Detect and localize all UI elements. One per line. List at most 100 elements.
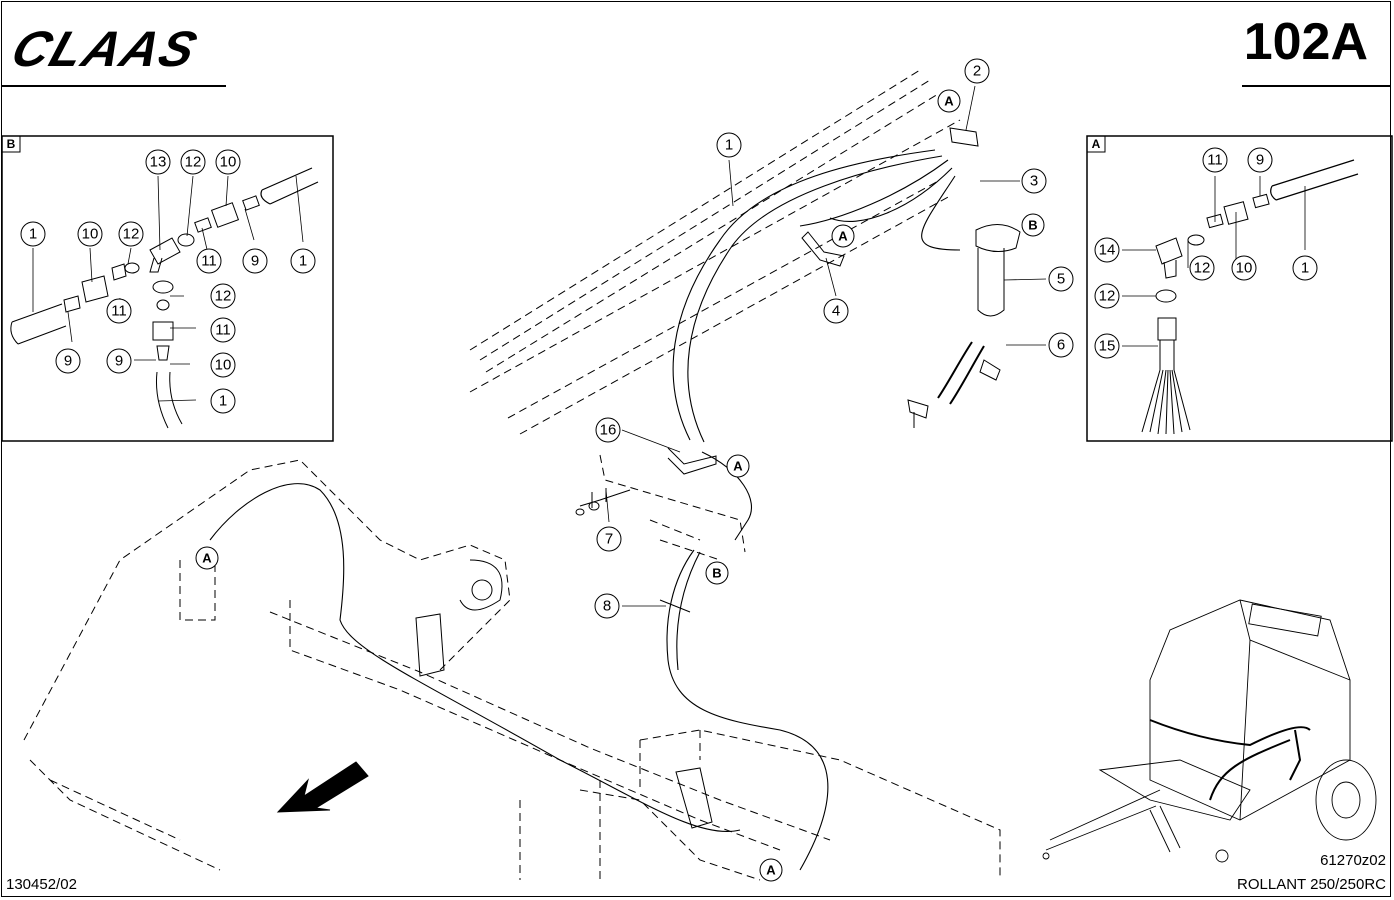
baler-thumbnail <box>1042 599 1377 863</box>
svg-text:12: 12 <box>215 288 232 305</box>
callouts-inset-b: 13 12 10 1 10 12 11 9 1 12 11 10 1 9 11 … <box>20 149 316 414</box>
inset-b-label: B <box>7 137 16 151</box>
callout-letter-a-1: A <box>937 89 961 113</box>
svg-text:9: 9 <box>1256 152 1264 169</box>
svg-text:A: A <box>733 459 743 474</box>
callout-a-12-lower: 12 <box>1094 283 1120 309</box>
callout-letter-a-5: A <box>759 858 783 882</box>
svg-text:12: 12 <box>1099 288 1116 305</box>
callout-16: 16 <box>595 417 621 443</box>
callout-2: 2 <box>964 58 990 84</box>
main-components <box>415 127 1021 829</box>
svg-text:A: A <box>202 551 212 566</box>
page-number: 102A <box>1243 13 1368 71</box>
svg-text:14: 14 <box>1099 242 1116 259</box>
callout-letter-b-1: B <box>1021 213 1045 237</box>
callout-b-10-top: 10 <box>215 149 241 175</box>
callout-7: 7 <box>596 526 622 552</box>
svg-text:1: 1 <box>219 393 227 410</box>
callout-b-1-left: 1 <box>20 221 46 247</box>
callout-b-1-top: 1 <box>290 248 316 274</box>
callout-a-14: 14 <box>1094 237 1120 263</box>
inset-b-tag <box>1 135 21 153</box>
inset-a-frame <box>1086 135 1393 442</box>
svg-text:1: 1 <box>1301 260 1309 277</box>
inset-a-label: A <box>1092 137 1101 151</box>
callout-3: 3 <box>1021 168 1047 194</box>
svg-text:A: A <box>766 863 776 878</box>
callout-5: 5 <box>1048 266 1074 292</box>
direction-arrow <box>276 761 369 813</box>
callout-b-12-left: 12 <box>118 221 144 247</box>
callout-b-9-left: 9 <box>55 348 81 374</box>
svg-text:A: A <box>838 229 848 244</box>
callout-b-12-top: 12 <box>180 149 206 175</box>
callout-6: 6 <box>1048 332 1074 358</box>
svg-text:5: 5 <box>1057 271 1065 288</box>
callout-b-11-left: 11 <box>106 298 132 324</box>
svg-text:1: 1 <box>725 137 733 154</box>
callout-b-13: 13 <box>145 149 171 175</box>
callout-a-10: 10 <box>1231 255 1257 281</box>
callout-8: 8 <box>594 593 620 619</box>
svg-text:15: 15 <box>1099 338 1116 355</box>
callout-letter-b-2: B <box>705 561 729 585</box>
svg-text:3: 3 <box>1030 173 1038 190</box>
svg-text:B: B <box>712 566 721 581</box>
callout-letter-a-4: A <box>195 546 219 570</box>
svg-text:9: 9 <box>64 353 72 370</box>
callout-a-11: 11 <box>1202 147 1228 173</box>
svg-text:6: 6 <box>1057 337 1065 354</box>
callout-a-9: 9 <box>1247 147 1273 173</box>
callouts-inset-a: 11 9 14 12 10 1 12 15 <box>1094 147 1318 359</box>
svg-text:11: 11 <box>201 253 217 270</box>
callout-4: 4 <box>823 298 849 324</box>
callout-b-11-mid: 11 <box>196 248 222 274</box>
callout-b-10-right: 10 <box>210 352 236 378</box>
svg-text:16: 16 <box>600 422 617 439</box>
inset-b-parts <box>10 167 319 429</box>
svg-text:7: 7 <box>605 531 613 548</box>
svg-text:9: 9 <box>251 253 259 270</box>
header-rule-left <box>2 85 226 87</box>
svg-text:11: 11 <box>1207 152 1223 169</box>
callout-letter-a-2: A <box>831 224 855 248</box>
callout-b-9-top: 9 <box>242 248 268 274</box>
callout-a-15: 15 <box>1094 333 1120 359</box>
svg-text:10: 10 <box>1236 260 1253 277</box>
callout-1-main: 1 <box>716 132 742 158</box>
callouts-main: 1 2 3 4 5 6 7 8 16 A A A A B B A <box>195 58 1074 882</box>
header-rule-right <box>1242 85 1390 87</box>
callout-b-11-right: 11 <box>210 317 236 343</box>
svg-text:12: 12 <box>185 154 202 171</box>
svg-text:10: 10 <box>220 154 237 171</box>
svg-text:11: 11 <box>215 322 231 339</box>
callout-letter-a-3: A <box>726 454 750 478</box>
figure-code: 61270z02 <box>1320 852 1386 869</box>
svg-text:1: 1 <box>29 226 37 243</box>
callout-b-9-bottom: 9 <box>106 348 132 374</box>
main-chassis <box>23 69 1001 881</box>
svg-text:12: 12 <box>1194 260 1211 277</box>
model-name: ROLLANT 250/250RC <box>1237 876 1386 893</box>
inset-a-tag <box>1086 135 1106 153</box>
callout-b-12-right: 12 <box>210 283 236 309</box>
callout-b-1-bottom: 1 <box>210 388 236 414</box>
svg-text:11: 11 <box>111 303 127 320</box>
callout-a-12: 12 <box>1189 255 1215 281</box>
svg-text:4: 4 <box>832 303 840 320</box>
main-hoses <box>209 149 961 871</box>
inset-a-parts <box>1141 159 1359 435</box>
svg-text:12: 12 <box>123 226 140 243</box>
svg-text:10: 10 <box>82 226 99 243</box>
svg-text:A: A <box>944 94 954 109</box>
svg-text:8: 8 <box>603 598 611 615</box>
svg-text:B: B <box>1028 218 1037 233</box>
svg-text:10: 10 <box>215 357 232 374</box>
svg-text:13: 13 <box>150 154 167 171</box>
svg-text:9: 9 <box>115 353 123 370</box>
callout-a-1: 1 <box>1292 255 1318 281</box>
